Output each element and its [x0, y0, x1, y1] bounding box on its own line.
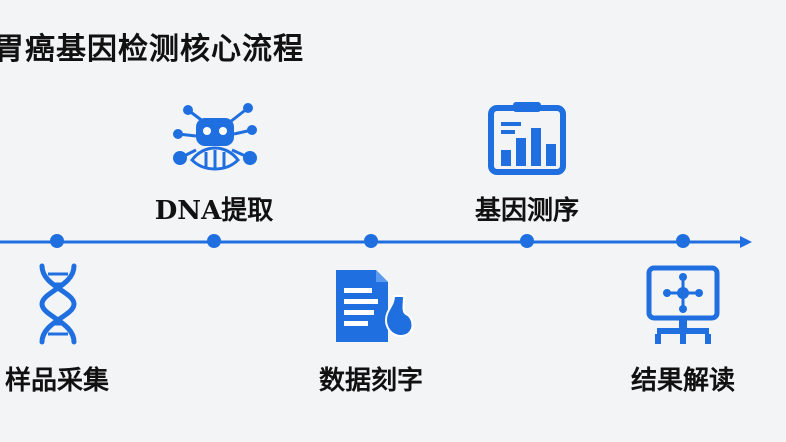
page-title: 胃癌基因检测核心流程: [0, 32, 304, 67]
bar-chart-clipboard-icon: [488, 102, 566, 175]
timeline-dot-4: [520, 234, 534, 248]
robot-molecule-icon: [173, 103, 257, 171]
step-label-sample-collection: 样品采集: [4, 366, 110, 396]
step-label-data-engraving: 数据刻字: [318, 366, 424, 396]
step-label-result-interpretation: 结果解读: [630, 366, 736, 396]
timeline-dot-5: [676, 234, 690, 248]
step-label-gene-sequencing: 基因测序: [474, 196, 580, 226]
document-stomach-icon: [336, 270, 414, 342]
timeline-dot-3: [364, 234, 378, 248]
timeline-arrow: [0, 236, 752, 248]
timeline-dot-1: [50, 234, 64, 248]
step-label-dna-extraction: DNA提取: [154, 196, 274, 226]
network-monitor-icon: [646, 265, 720, 344]
timeline-dot-2: [207, 234, 221, 248]
dna-helix-icon: [39, 263, 77, 345]
